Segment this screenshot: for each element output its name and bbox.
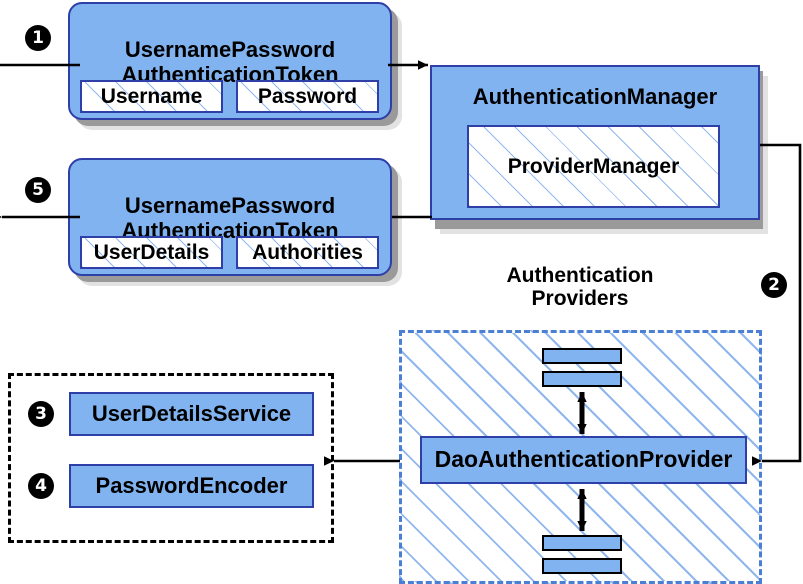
provider-placeholder-bar-top-2 [542, 371, 622, 387]
field-username-label: Username [100, 84, 203, 108]
user-details-service-label: UserDetailsService [91, 400, 292, 426]
badge-step-5: 5 [25, 177, 51, 203]
token-response-title: UsernamePassword AuthenticationToken [121, 194, 338, 243]
field-user-details[interactable]: UserDetails [80, 236, 223, 269]
field-authorities[interactable]: Authorities [236, 236, 379, 269]
provider-manager-label: ProviderManager [507, 154, 680, 178]
password-encoder-label: PasswordEncoder [95, 472, 288, 498]
node-dao-authentication-provider[interactable]: DaoAuthenticationProvider [420, 436, 747, 484]
field-user-details-label: UserDetails [93, 240, 210, 264]
node-user-details-service[interactable]: UserDetailsService [69, 392, 314, 436]
authentication-providers-caption: Authentication Providers [450, 264, 710, 310]
badge-step-1: 1 [25, 25, 51, 51]
badge-step-1-number: 1 [32, 27, 44, 48]
field-authorities-label: Authorities [252, 240, 363, 264]
authentication-manager-title: AuthenticationManager [472, 84, 718, 109]
dao-authentication-provider-label: DaoAuthenticationProvider [434, 446, 733, 473]
field-password-label: Password [257, 84, 358, 108]
badge-step-3-number: 3 [35, 403, 47, 424]
field-password[interactable]: Password [236, 80, 379, 113]
badge-step-4: 4 [28, 473, 54, 499]
node-provider-manager[interactable]: ProviderManager [467, 125, 720, 208]
provider-placeholder-bar-top-1 [542, 348, 622, 364]
badge-step-2: 2 [761, 272, 787, 298]
badge-step-2-number: 2 [768, 274, 780, 295]
badge-step-5-number: 5 [32, 179, 44, 200]
authentication-providers-caption-line1: Authentication [506, 264, 654, 287]
provider-placeholder-bar-bottom-2 [542, 558, 622, 574]
provider-placeholder-bar-bottom-1 [542, 535, 622, 551]
badge-step-4-number: 4 [35, 475, 47, 496]
token-request-title-line1: UsernamePassword [124, 37, 336, 63]
token-response-title-line1: UsernamePassword [124, 193, 336, 219]
authentication-providers-caption-line2: Providers [531, 287, 629, 311]
field-username[interactable]: Username [80, 80, 223, 113]
node-password-encoder[interactable]: PasswordEncoder [69, 464, 314, 508]
badge-step-3: 3 [28, 401, 54, 427]
